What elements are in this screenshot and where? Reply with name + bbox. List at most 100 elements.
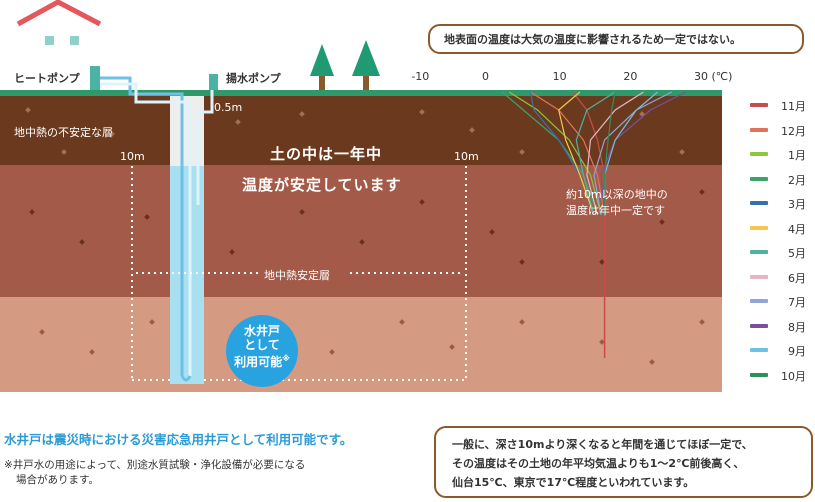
soil-speck xyxy=(449,344,455,350)
soil-speck xyxy=(229,249,235,255)
badge-line-2: として xyxy=(244,338,280,352)
pipe-loop-bottom xyxy=(180,375,192,382)
soil-speck xyxy=(149,319,155,325)
legend-label: 11月 xyxy=(781,100,806,113)
temp-series-line xyxy=(575,91,616,216)
soil-speck xyxy=(349,149,355,155)
soil-speck xyxy=(144,214,150,220)
x-tick-label: 10 xyxy=(552,70,567,83)
house-window-icon xyxy=(45,36,54,45)
temp-series-line xyxy=(508,91,602,216)
grass-line xyxy=(0,90,722,96)
house-roof-icon xyxy=(16,0,102,27)
legend-label: 7月 xyxy=(788,296,806,309)
well-usable-badge: 水井戸 として 利用可能※ xyxy=(226,315,298,387)
soil-speck xyxy=(109,131,115,137)
legend-item: 8月 xyxy=(750,319,810,334)
legend-label: 2月 xyxy=(788,173,806,187)
legend-item: 9月 xyxy=(750,343,810,358)
legend-item: 3月 xyxy=(750,196,810,211)
soil-speck xyxy=(299,111,305,117)
legend-item: 4月 xyxy=(750,221,810,236)
tree-trunk xyxy=(363,76,369,90)
tree-icon xyxy=(310,44,334,76)
temp-series-line xyxy=(572,91,609,216)
water-quality-note-1: ※井戸水の用途によって、別途水質試験・浄化設備が必要になる xyxy=(4,459,306,471)
house-window-icon xyxy=(70,36,79,45)
soil-speck xyxy=(519,259,525,265)
soil-speck xyxy=(649,359,655,365)
temperature-profile-chart xyxy=(501,91,687,358)
soil-speck xyxy=(89,349,95,355)
tree-trunk xyxy=(319,76,325,90)
soil-speck xyxy=(25,107,31,113)
pump-label: 揚水ポンプ xyxy=(226,72,281,85)
soil-speck xyxy=(599,259,605,265)
soil-speck xyxy=(419,109,425,115)
legend-swatch xyxy=(750,201,768,205)
legend-item: 11月 xyxy=(750,98,810,113)
soil-speck xyxy=(329,349,335,355)
temp-series-line xyxy=(530,91,606,216)
pump-unit xyxy=(209,74,218,90)
heat-pump-unit xyxy=(90,66,100,90)
legend-item: 10月 xyxy=(750,368,810,383)
deep-note-line-1: 約10m以深の地中の xyxy=(566,188,668,201)
stable-title-line-2: 温度が安定しています xyxy=(242,176,402,194)
legend-swatch xyxy=(750,274,768,279)
legend-swatch xyxy=(750,152,768,156)
legend-label: 1月 xyxy=(788,149,806,162)
unstable-layer-label: 地中熱の不安定な層 xyxy=(14,126,113,139)
depth-10-right-label: 10m xyxy=(454,150,479,163)
legend-label: 10月 xyxy=(781,369,806,383)
soil-speck xyxy=(79,239,85,245)
legend-label: 5月 xyxy=(788,247,806,260)
annual-note-line-3: 仙台15℃、東京で17℃程度といわれています。 xyxy=(452,476,695,489)
soil-speck xyxy=(299,209,305,215)
annual-note-line-2: その温度はその土地の年平均気温よりも1〜2℃前後高く、 xyxy=(452,457,745,470)
deep-note-line-2: 温度は年中一定です xyxy=(566,204,665,217)
surface-temperature-note-text: 地表面の温度は大気の温度に影響されるため一定ではない。 xyxy=(444,33,741,46)
legend-label: 12月 xyxy=(781,124,806,138)
annual-temperature-note: 一般に、深さ10mより深くなると年間を通じてほぼ一定で、 その温度はその土地の年… xyxy=(434,426,813,498)
temp-series-line xyxy=(603,91,616,215)
legend-swatch xyxy=(750,225,768,230)
disaster-well-headline: 水井戸は震災時における災害応急用井戸として利用可能です。 xyxy=(4,432,353,447)
legend-swatch xyxy=(750,372,768,377)
x-tick-label: -10 xyxy=(411,70,430,83)
heat-pump-label: ヒートポンプ xyxy=(14,72,80,85)
legend-item: 5月 xyxy=(750,245,810,260)
legend-swatch xyxy=(750,250,768,254)
legend-item: 2月 xyxy=(750,172,810,187)
soil-speck xyxy=(599,339,605,345)
soil-speck xyxy=(399,319,405,325)
legend-swatch xyxy=(750,176,768,181)
surface-soil-layer xyxy=(0,95,722,165)
badge-line-3: 利用可能 xyxy=(234,355,283,369)
legend-swatch xyxy=(750,127,768,132)
legend-swatch xyxy=(750,323,768,328)
temp-series-line xyxy=(558,91,595,216)
stable-layer-label: 地中熱安定層 xyxy=(264,269,330,282)
legend-label: 4月 xyxy=(788,222,806,236)
soil-speck xyxy=(359,239,365,245)
soil-speck xyxy=(699,189,705,195)
legend-label: 8月 xyxy=(788,320,806,334)
legend-item: 1月 xyxy=(750,147,810,162)
legend-item: 12月 xyxy=(750,123,810,138)
soil-speck xyxy=(235,119,241,125)
depth-10-left-label: 10m xyxy=(120,150,145,163)
soil-speck xyxy=(519,149,525,155)
soil-speck xyxy=(659,219,665,225)
legend-label: 3月 xyxy=(788,198,806,211)
x-tick-label: 30 (℃) xyxy=(694,70,733,83)
soil-speck xyxy=(489,229,495,235)
tree-icon xyxy=(352,40,380,76)
badge-line-1: 水井戸 xyxy=(243,324,280,338)
soil-speck xyxy=(469,127,475,133)
pump-pipe xyxy=(196,88,214,205)
legend-swatch xyxy=(750,299,768,303)
surface-temperature-note: 地表面の温度は大気の温度に影響されるため一定ではない。 xyxy=(428,24,804,54)
legend-label: 9月 xyxy=(788,345,806,358)
